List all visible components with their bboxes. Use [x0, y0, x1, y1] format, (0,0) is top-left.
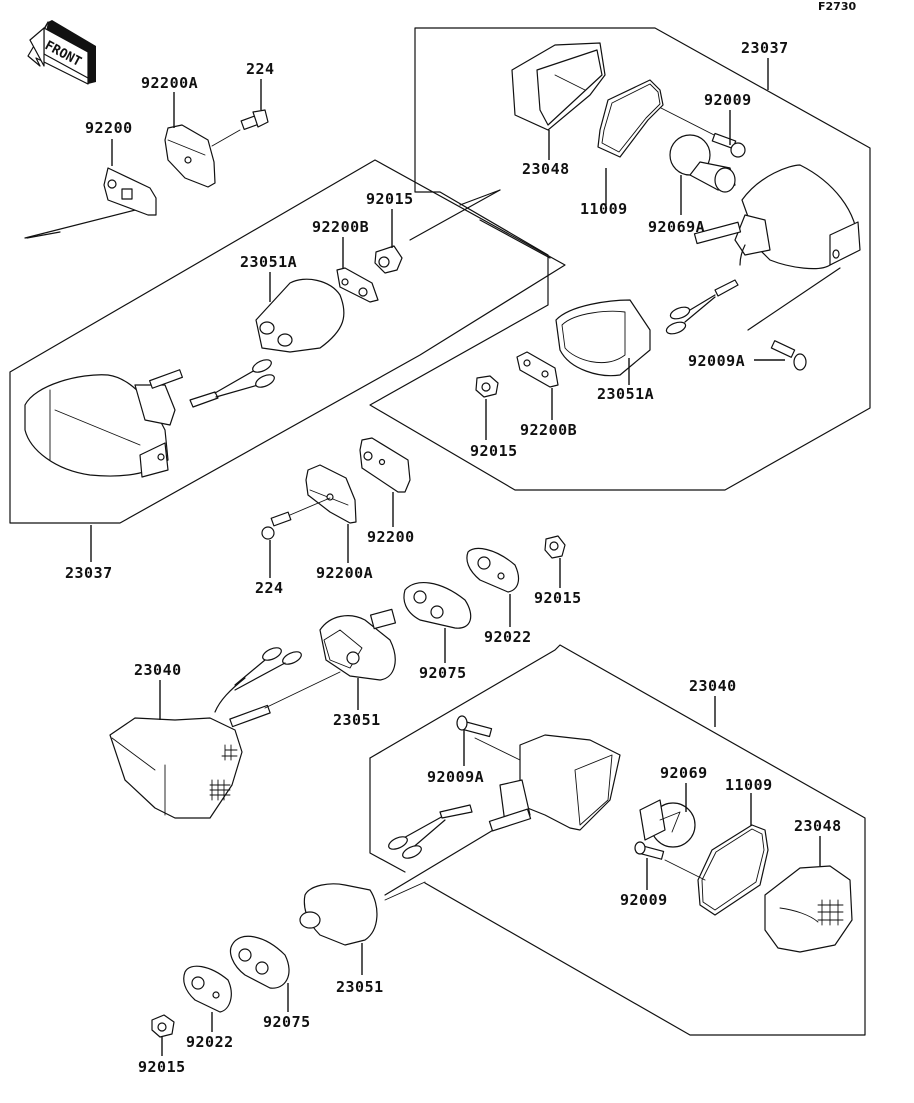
part-92022-washer-mid	[466, 547, 520, 593]
part-wire-connectors-lower	[388, 804, 473, 859]
part-wire-connectors-left	[189, 359, 275, 408]
part-23040-housing-right	[474, 734, 621, 832]
part-92200B-plate-right	[516, 351, 559, 388]
part-92069-bulb	[639, 799, 696, 848]
callout-23048: 23048	[794, 817, 842, 835]
callout-92009: 92009	[704, 91, 752, 109]
callout-92009: 92009	[620, 891, 668, 909]
callout-92009A: 92009A	[688, 352, 745, 370]
part-23037-signal-left	[24, 369, 184, 478]
part-23048-lens-lower	[764, 865, 853, 953]
part-23051A-grommet-right	[555, 299, 651, 377]
part-92022-washer-low	[183, 965, 232, 1013]
part-92015-nut-mid	[374, 245, 403, 274]
part-23051A-grommet-left	[255, 278, 345, 353]
part-224-bolt-top	[211, 109, 269, 147]
part-23051-grommet-mid	[319, 608, 397, 681]
part-224-bolt-mid	[261, 497, 331, 540]
callout-23037: 23037	[65, 564, 113, 582]
part-92015-nut-lowmid	[544, 535, 566, 559]
callout-23051: 23051	[336, 978, 384, 996]
part-92200-plate-mid	[359, 437, 411, 493]
callout-92015: 92015	[138, 1058, 186, 1076]
callout-92015: 92015	[470, 442, 518, 460]
callout-23051: 23051	[333, 711, 381, 729]
callout-23051A: 23051A	[240, 253, 297, 271]
part-11009-gasket-lower	[697, 824, 769, 916]
figure-code: F2730	[818, 0, 856, 13]
callout-92069: 92069	[660, 764, 708, 782]
part-92200B-plate-mid	[336, 267, 379, 303]
callout-92200A: 92200A	[316, 564, 373, 582]
callout-11009: 11009	[725, 776, 773, 794]
part-92075-damper-low	[229, 935, 290, 989]
callout-23048: 23048	[522, 160, 570, 178]
callout-224: 224	[255, 579, 284, 597]
callout-92075: 92075	[419, 664, 467, 682]
callout-labels: 224 92200A 92200 23037 92009 23048 11009…	[65, 39, 842, 1076]
assembly-outline-23040-right	[369, 644, 866, 1036]
part-92009A-screw-right	[770, 340, 807, 371]
callout-23040: 23040	[689, 677, 737, 695]
part-92009-screw-lower	[634, 841, 706, 881]
part-92069A-bulb	[669, 134, 736, 193]
callout-92022: 92022	[484, 628, 532, 646]
part-92200A-bracket-mid	[305, 464, 357, 524]
part-wire-connectors-right	[665, 279, 739, 335]
part-23037-signal-right	[693, 164, 861, 270]
part-11009-gasket-top	[597, 79, 664, 158]
callout-92075: 92075	[263, 1013, 311, 1031]
callout-92015: 92015	[534, 589, 582, 607]
part-92009A-screw-lower	[456, 715, 493, 738]
part-23040-signal-left	[109, 647, 341, 819]
callout-92015: 92015	[366, 190, 414, 208]
callout-224: 224	[246, 60, 275, 78]
callout-92200B: 92200B	[520, 421, 577, 439]
callout-92069A: 92069A	[648, 218, 705, 236]
assembly-outline-23037-left	[9, 159, 566, 524]
part-23048-lens-top	[511, 42, 606, 131]
callout-92200B: 92200B	[312, 218, 369, 236]
part-92015-nut-right	[475, 375, 499, 398]
callout-11009: 11009	[580, 200, 628, 218]
part-92200-plate-top	[103, 167, 157, 216]
callout-92200: 92200	[85, 119, 133, 137]
callout-23037: 23037	[741, 39, 789, 57]
callout-92009A: 92009A	[427, 768, 484, 786]
callout-92200A: 92200A	[141, 74, 198, 92]
assembly-outline-23037-right	[369, 27, 871, 491]
callout-92022: 92022	[186, 1033, 234, 1051]
part-92075-damper-mid	[403, 582, 472, 629]
callout-92200: 92200	[367, 528, 415, 546]
part-92015-nut-low	[151, 1014, 175, 1038]
callout-23051A: 23051A	[597, 385, 654, 403]
part-92200A-bracket-top	[164, 124, 216, 188]
callout-23040: 23040	[134, 661, 182, 679]
part-23051-grommet-low	[299, 881, 426, 946]
front-arrow-icon: FRONT	[27, 20, 96, 85]
reflector-grid-icon	[209, 744, 238, 801]
leader-lines	[90, 58, 821, 1056]
